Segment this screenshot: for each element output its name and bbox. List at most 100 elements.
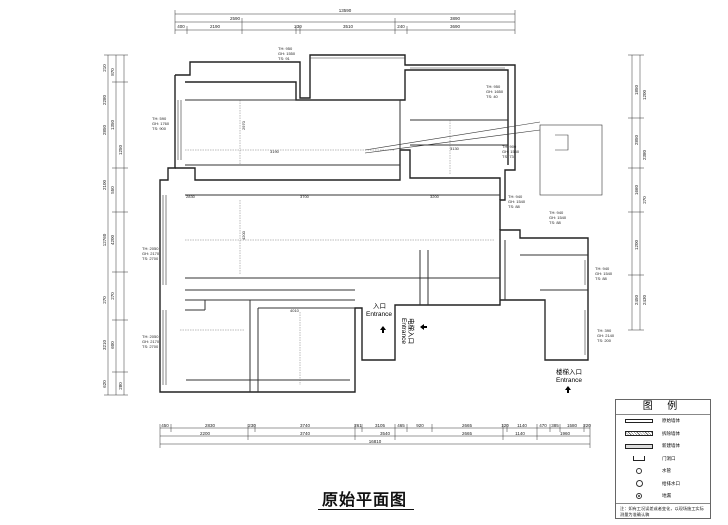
dim-top-8: 3690 — [450, 24, 461, 29]
window-tag-1-gh: GH: 1550 — [278, 51, 296, 56]
legend-item: 门洞口 — [616, 453, 710, 466]
window-tag-3-gh: GH: 1760 — [152, 121, 170, 126]
legend-item-label: 门洞口 — [662, 455, 676, 461]
svg-text:3200: 3200 — [430, 194, 440, 199]
legend-note: 注：如有工况误差或者变化，以现场施工实际测量为准确认稿 — [616, 502, 710, 520]
inset-detail — [364, 121, 603, 196]
dim-bottom-11: 1140 — [517, 423, 527, 428]
dim-right-4: 1200 — [634, 239, 639, 250]
dim-top-2: 3890 — [450, 16, 461, 21]
dim-bottom-9: 2665 — [462, 423, 473, 428]
right-dimension-texts: 1850 2850 1660 1200 2450 1200 2380 270 2… — [634, 84, 647, 305]
dim-left-5: 270 — [102, 296, 107, 304]
dim-bottom-15: 220 — [583, 423, 591, 428]
dim-right-2: 2850 — [634, 134, 639, 145]
dim-right-9: 2430 — [642, 294, 647, 305]
dim-top-1: 2590 — [230, 16, 241, 21]
dim-bottom-18: 3540 — [380, 431, 391, 436]
svg-text:2970: 2970 — [241, 120, 246, 130]
legend-item-label: 新建墙体 — [662, 443, 680, 449]
left-dimension-texts: 210 2280 2850 2100 12760 270 3210 620 87… — [102, 64, 123, 390]
dim-left-10: 550 — [110, 186, 115, 194]
entrance-elevator-en: Entrance — [400, 318, 407, 344]
dim-top-7: 240 — [397, 24, 405, 29]
drain-outlet-symbol-icon — [635, 480, 643, 488]
new-wall-symbol-icon — [625, 443, 653, 449]
right-dimension-lines — [628, 54, 644, 331]
window-tag-9-gh: GH: 1540 — [595, 271, 613, 276]
entrance-stairs: 楼梯入口 Entrance — [556, 367, 582, 393]
window-tag-7-ts: TS: 88 — [549, 220, 562, 225]
dim-left-overall: 12760 — [102, 233, 107, 246]
dim-bottom-12: 470 — [539, 423, 547, 428]
demolish-wall-symbol-icon — [625, 431, 653, 437]
dim-left-15: 280 — [118, 382, 123, 390]
entrance-main-en: Entrance — [366, 311, 392, 318]
dim-right-7: 2380 — [642, 149, 647, 160]
dim-right-1: 1850 — [634, 84, 639, 95]
dim-bottom-21: 1960 — [560, 431, 571, 436]
window-tag-4: TH: 900 — [502, 144, 517, 149]
legend-item: 新建墙体 — [616, 440, 710, 453]
legend-item: 水管 — [616, 465, 710, 478]
dim-bottom-2: 2830 — [205, 423, 216, 428]
legend-item-label: 拆除墙体 — [662, 430, 680, 436]
svg-text:3130: 3130 — [450, 146, 460, 151]
dim-bottom-1: 450 — [161, 423, 169, 428]
dim-left-11: 4200 — [110, 234, 115, 245]
window-tag-6-ts: TS: 88 — [508, 204, 521, 209]
legend-panel: 图 例 原始墙体 拆除墙体 新建墙体 门洞口 水管 给排水口 地漏 注：如有工况… — [615, 399, 711, 519]
window-tag-9: TH: 940 — [595, 266, 610, 271]
dim-left-1: 210 — [102, 64, 107, 72]
legend-item-label: 原始墙体 — [662, 418, 680, 424]
legend-item-label: 地漏 — [662, 493, 671, 499]
dim-left-12: 270 — [110, 292, 115, 300]
dim-top-5: 230 — [294, 24, 302, 29]
floor-drain-symbol-icon — [636, 493, 642, 500]
window-tag-7-gh: GH: 1540 — [549, 215, 567, 220]
title-underline — [318, 509, 414, 510]
dim-right-6: 1200 — [642, 89, 647, 100]
window-tag-7: TH: 940 — [549, 210, 564, 215]
window-tag-3: TH: 590 — [152, 116, 167, 121]
window-tag-8-gh: GH: 2170 — [142, 339, 160, 344]
entrance-main: 入口 Entrance — [366, 302, 392, 333]
wall-symbol-icon — [625, 419, 653, 424]
window-tag-8: TH: 2050 — [142, 334, 159, 339]
entrance-elevator: 电梯入口 Entrance — [400, 318, 427, 344]
dim-left-9: 1350 — [110, 119, 115, 130]
dim-top-4: 2190 — [210, 24, 221, 29]
dim-bottom-16: 2200 — [200, 431, 211, 436]
dim-bottom-4: 3740 — [300, 423, 311, 428]
window-tag-6: TH: 940 — [508, 194, 523, 199]
svg-text:4200: 4200 — [241, 230, 246, 240]
window-tag-8-ts: TS: 2700 — [142, 344, 159, 349]
window-tag-group: TH: 950 GH: 1550 TS: 91 TH: 950 GH: 1650… — [142, 46, 615, 349]
left-dimension-lines — [104, 54, 128, 396]
legend-item-label: 给排水口 — [662, 480, 680, 486]
interior-walls — [185, 99, 588, 392]
dim-left-8: 870 — [110, 68, 115, 76]
window-tag-1: TH: 950 — [278, 46, 293, 51]
top-dimension-lines — [174, 10, 516, 34]
dim-left-13: 600 — [110, 341, 115, 349]
window-tag-2: TH: 950 — [486, 84, 501, 89]
entrance-stairs-cn: 楼梯入口 — [556, 367, 582, 376]
window-tag-4-ts: TS: 73 — [502, 154, 515, 159]
dim-bottom-6: 3105 — [375, 423, 386, 428]
dim-left-6: 3210 — [102, 339, 107, 350]
arrow-up-icon — [380, 326, 386, 333]
dim-bottom-8: 920 — [416, 423, 424, 428]
water-pipe-symbol-icon — [636, 468, 642, 475]
window-tag-4-gh: GH: 1550 — [502, 149, 520, 154]
dim-overall-top: 13590 — [339, 8, 352, 13]
window-tag-2-gh: GH: 1650 — [486, 89, 504, 94]
dim-left-4: 2100 — [102, 179, 107, 190]
bottom-dimension-texts: 450 2830 230 3740 261 3105 465 920 2665 … — [161, 423, 591, 444]
window-tag-10-gh: GH: 2140 — [597, 333, 615, 338]
arrow-up-icon — [565, 386, 571, 393]
window-tag-2-ts: TS: 40 — [486, 94, 499, 99]
dim-left-3: 2850 — [102, 124, 107, 135]
entrance-elevator-cn: 电梯入口 — [407, 318, 416, 344]
